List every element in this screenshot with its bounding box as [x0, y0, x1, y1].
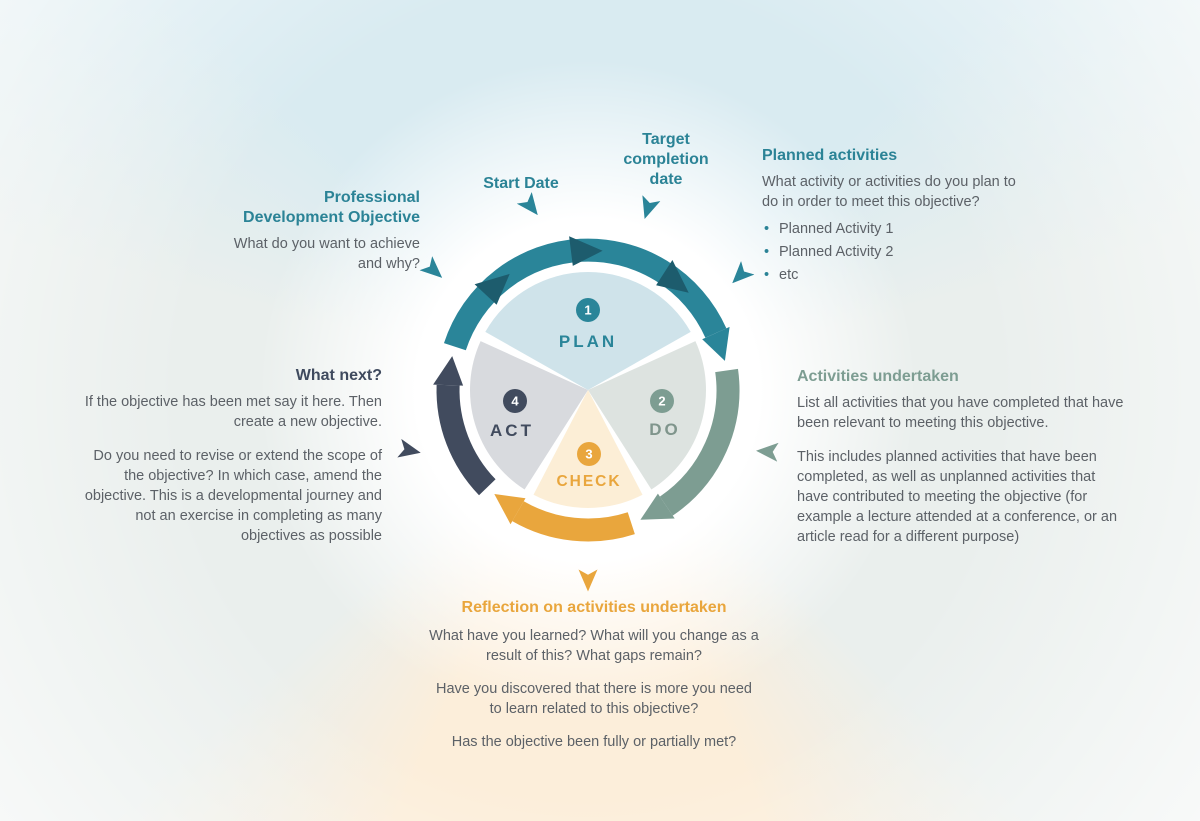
- plan-number: 1: [584, 303, 591, 318]
- check-arrow-arc: [512, 501, 635, 542]
- planned-activities-list: Planned Activity 1 Planned Activity 2 et…: [762, 219, 1034, 285]
- reflection-annotation: Reflection on activities undertaken What…: [429, 598, 759, 765]
- reflection-para1: What have you learned? What will you cha…: [429, 628, 759, 664]
- plan-arrowhead-icon: [702, 326, 730, 361]
- check-number-badge: [577, 442, 601, 466]
- professional-objective-title: Professional Development Objective: [243, 189, 420, 226]
- professional-objective-annotation: Professional Development Objective What …: [230, 188, 420, 274]
- plan-number-badge: [576, 298, 600, 322]
- what-next-title: What next?: [295, 367, 382, 384]
- do-arrow-arc: [659, 368, 740, 516]
- list-item: etc: [762, 265, 1034, 285]
- act-arrow-arc: [436, 384, 496, 496]
- what-next-para2: Do you need to revise or extend the scop…: [84, 448, 382, 544]
- activities-undertaken-para1: List all activities that you have comple…: [797, 395, 1124, 431]
- act-segment: [470, 341, 588, 490]
- start-date-title: Start Date: [483, 175, 559, 192]
- check-label: CHECK: [556, 473, 621, 490]
- do-arrowhead-icon: [640, 493, 675, 520]
- start-date-annotation: Start Date: [461, 174, 581, 200]
- act-number-badge: [503, 389, 527, 413]
- planned-activities-title: Planned activities: [762, 147, 898, 164]
- check-arrowhead-icon: [494, 494, 526, 525]
- list-item: Planned Activity 1: [762, 219, 1034, 239]
- do-number-badge: [650, 389, 674, 413]
- cycle-chevron-icon: [569, 236, 603, 266]
- do-segment: [588, 341, 706, 490]
- act-arrowhead-icon: [433, 356, 464, 386]
- reflection-para3: Has the objective been fully or partiall…: [451, 734, 737, 750]
- target-completion-annotation: Target completion date: [606, 130, 726, 196]
- list-item: Planned Activity 2: [762, 242, 1034, 262]
- plan-segment: [485, 272, 691, 390]
- planned-activities-annotation: Planned activities What activity or acti…: [762, 146, 1034, 288]
- what-next-para1: If the objective has been met say it her…: [84, 394, 382, 430]
- check-number: 3: [585, 447, 592, 462]
- plan-label: PLAN: [559, 332, 617, 351]
- cycle-chevron-icon: [656, 260, 689, 293]
- pdca-cycle-svg: 1 2 3 4 PLAN DO CHECK ACT: [433, 236, 740, 542]
- target-completion-title: Target completion date: [623, 131, 709, 188]
- reflection-title: Reflection on activities undertaken: [461, 599, 727, 616]
- act-label: ACT: [490, 421, 534, 440]
- do-label: DO: [649, 420, 681, 439]
- what-next-annotation: What next? If the objective has been met…: [74, 366, 382, 546]
- activities-undertaken-title: Activities undertaken: [797, 368, 959, 385]
- activities-undertaken-para2: This includes planned activities that ha…: [797, 449, 1118, 545]
- planned-activities-body: What activity or activities do you plan …: [762, 174, 1016, 210]
- do-number: 2: [658, 394, 665, 409]
- cycle-chevron-icon: [474, 273, 510, 305]
- act-number: 4: [511, 394, 519, 409]
- professional-objective-body: What do you want to achieve and why?: [233, 236, 420, 272]
- reflection-para2: Have you discovered that there is more y…: [436, 681, 752, 717]
- activities-undertaken-annotation: Activities undertaken List all activitie…: [797, 367, 1127, 547]
